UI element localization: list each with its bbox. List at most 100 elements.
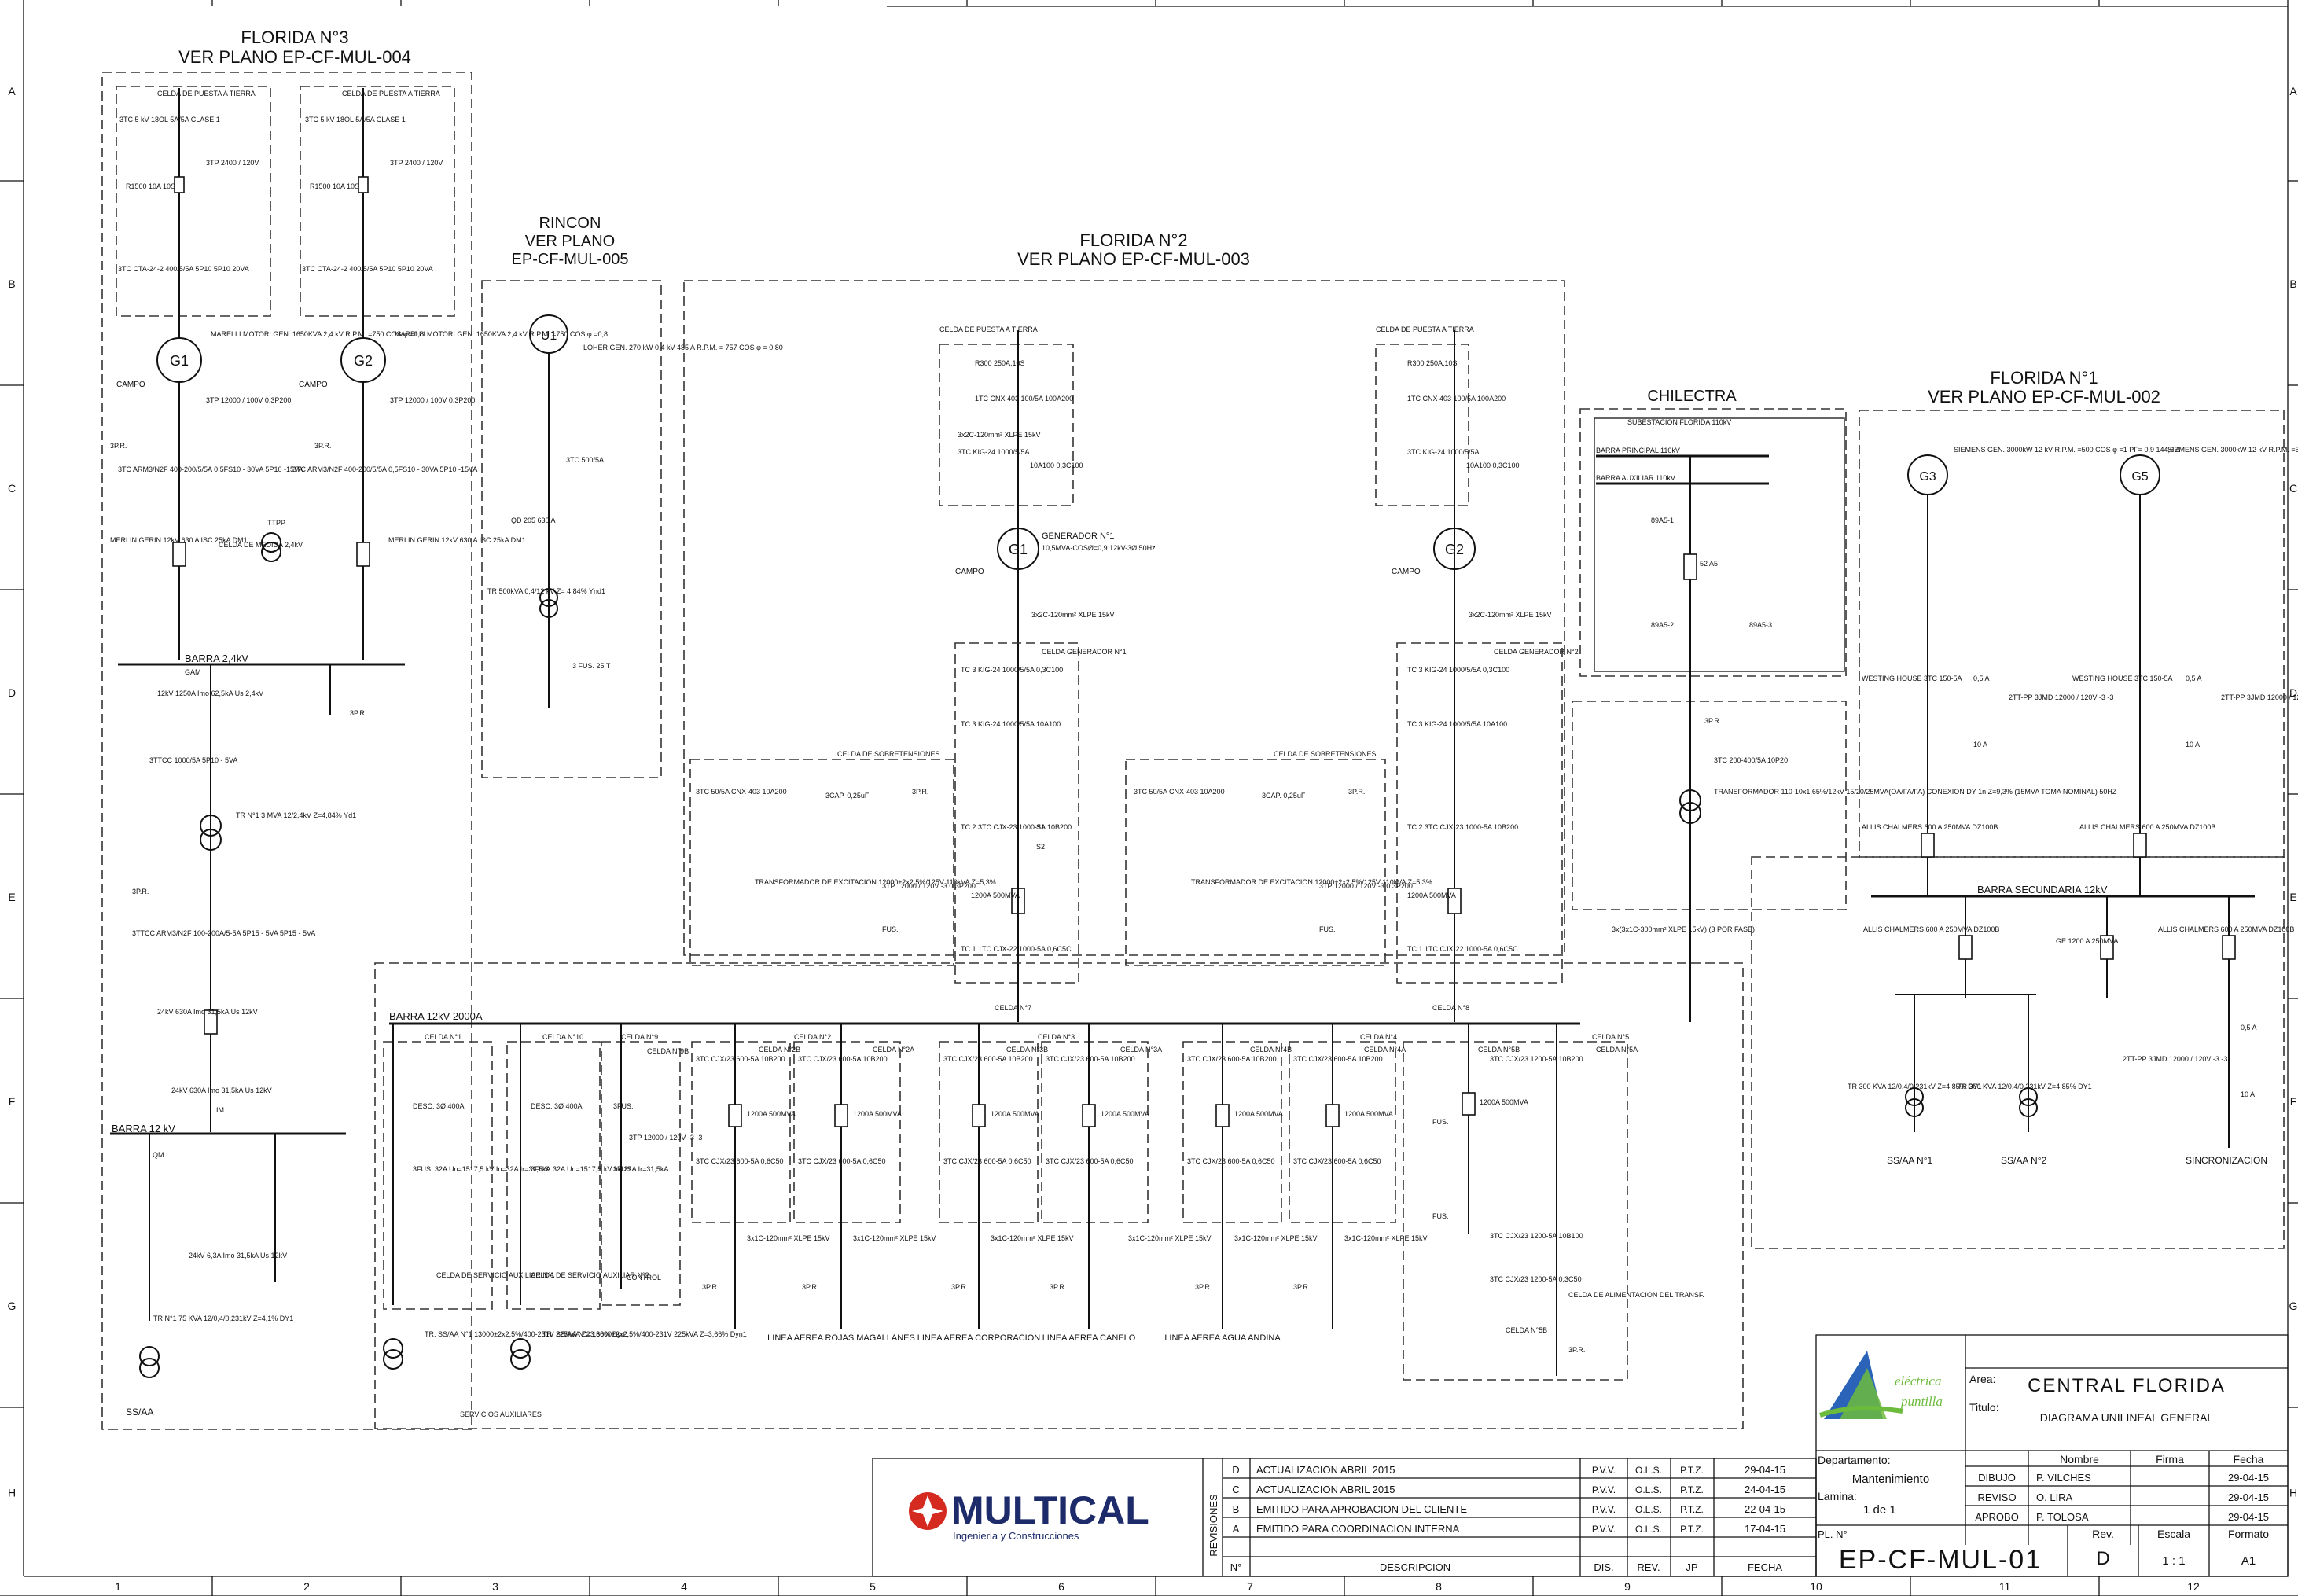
- multical-logo: MULTICAL Ingenieria y Construcciones: [909, 1488, 1149, 1542]
- svg-text:3TC CJX/23 600-5A 10B200: 3TC CJX/23 600-5A 10B200: [696, 1055, 785, 1063]
- revision-number: A: [1233, 1523, 1240, 1535]
- revision-drawer: P.V.V.: [1592, 1524, 1616, 1535]
- revision-date: 17-04-15: [1745, 1523, 1785, 1535]
- electrica-puntilla-logo: eléctrica puntilla: [1819, 1351, 1943, 1419]
- svg-text:CELDA N°5: CELDA N°5: [1592, 1033, 1629, 1041]
- svg-text:TR 300 KVA 12/0,4/0,231kV Z=4,: TR 300 KVA 12/0,4/0,231kV Z=4,85% DY1: [1958, 1083, 2092, 1090]
- svg-text:3TP 12000 / 120V -3 0.3P200: 3TP 12000 / 120V -3 0.3P200: [1319, 882, 1413, 890]
- svg-text:CELDA DE PUESTA A TIERRA: CELDA DE PUESTA A TIERRA: [342, 90, 440, 97]
- svg-text:QM: QM: [153, 1151, 164, 1159]
- svg-text:CAMPO: CAMPO: [116, 381, 145, 389]
- svg-text:QD 205 630 A: QD 205 630 A: [511, 517, 556, 524]
- svg-text:3TC KIG-24 1000/5/5A: 3TC KIG-24 1000/5/5A: [958, 448, 1030, 456]
- svg-text:LINEA AEREA ROJAS MAGALLANES: LINEA AEREA ROJAS MAGALLANES: [767, 1333, 915, 1343]
- svg-text:Formato: Formato: [2228, 1528, 2269, 1540]
- svg-text:CELDA N°3A: CELDA N°3A: [1120, 1046, 1162, 1054]
- svg-text:CELDA DE PUESTA A TIERRA: CELDA DE PUESTA A TIERRA: [1376, 325, 1474, 333]
- svg-text:SERVICIOS AUXILIARES: SERVICIOS AUXILIARES: [460, 1410, 542, 1418]
- svg-text:SINCRONIZACION: SINCRONIZACION: [2186, 1155, 2267, 1166]
- svg-text:3x1C-120mm² XLPE 15kV: 3x1C-120mm² XLPE 15kV: [1128, 1234, 1212, 1242]
- svg-text:BARRA PRINCIPAL 110kV: BARRA PRINCIPAL 110kV: [1596, 447, 1680, 454]
- svg-text:3FUS. 32A Un=1517,5 kV In=32A: 3FUS. 32A Un=1517,5 kV In=32A Ir=31,5kA: [413, 1165, 550, 1173]
- svg-text:3TC CJX/23 1200-5A 10B200: 3TC CJX/23 1200-5A 10B200: [1490, 1055, 1583, 1063]
- svg-text:3P.R.: 3P.R.: [314, 442, 331, 450]
- svg-text:DESC. 3Ø 400A: DESC. 3Ø 400A: [531, 1102, 583, 1110]
- svg-text:3TC CJX/23 600-5A 0,6C50: 3TC CJX/23 600-5A 0,6C50: [798, 1157, 886, 1165]
- svg-text:TC 3 KIG-24 1000/5/5A 0,3C100: TC 3 KIG-24 1000/5/5A 0,3C100: [961, 666, 1063, 674]
- svg-text:ALLIS CHALMERS 600 A 250MVA DZ: ALLIS CHALMERS 600 A 250MVA DZ100B: [2079, 823, 2215, 831]
- svg-text:3TC CJX/23 600-5A 0,6C50: 3TC CJX/23 600-5A 0,6C50: [696, 1157, 784, 1165]
- svg-text:Mantenimiento: Mantenimiento: [1852, 1473, 1929, 1486]
- svg-text:TR N°1 3 MVA 12/2,4kV Z=4,84%: TR N°1 3 MVA 12/2,4kV Z=4,84% Yd1: [236, 811, 356, 819]
- revision-description: ACTUALIZACION ABRIL 2015: [1256, 1464, 1395, 1476]
- svg-text:FUS.: FUS.: [1432, 1212, 1449, 1220]
- svg-text:puntilla: puntilla: [1900, 1394, 1943, 1409]
- svg-text:eléctrica: eléctrica: [1895, 1374, 1941, 1388]
- svg-text:89A5-2: 89A5-2: [1651, 621, 1674, 629]
- svg-text:Escala: Escala: [2157, 1528, 2190, 1540]
- svg-text:GENERADOR N°1: GENERADOR N°1: [1042, 531, 1114, 541]
- svg-text:R1500 10A 10S: R1500 10A 10S: [310, 182, 359, 190]
- florida-1-section: FLORIDA N°1 VER PLANO EP-CF-MUL-002 G3 G…: [1751, 368, 2298, 1249]
- svg-text:3TC CJX/23 600-5A 10B200: 3TC CJX/23 600-5A 10B200: [1293, 1055, 1383, 1063]
- svg-text:3P.R.: 3P.R.: [1348, 788, 1365, 796]
- drawing-title: DIAGRAMA UNILINEAL GENERAL: [2040, 1411, 2214, 1424]
- grid-row-label: C: [8, 482, 16, 495]
- svg-text:MERLIN GERIN 12kV 630 A ISC 25: MERLIN GERIN 12kV 630 A ISC 25kA DM1: [388, 536, 526, 544]
- revision-reviewer: O.L.S.: [1635, 1465, 1662, 1476]
- revisions-side-label: REVISIONES: [1208, 1494, 1219, 1557]
- svg-text:R1500 10A 10S: R1500 10A 10S: [126, 182, 175, 190]
- grid-col-label: 7: [1247, 1580, 1253, 1593]
- grid-col-label: 1: [115, 1580, 121, 1593]
- svg-text:3TC CJX/23 600-5A 10B200: 3TC CJX/23 600-5A 10B200: [798, 1055, 888, 1063]
- svg-text:3TC CJX/23 1200-5A 10B100: 3TC CJX/23 1200-5A 10B100: [1490, 1232, 1583, 1240]
- svg-text:G2: G2: [354, 353, 373, 369]
- grid-row-label: B: [2289, 278, 2296, 290]
- svg-text:3TC ARM3/N2F 400-200/5/5A 0,5F: 3TC ARM3/N2F 400-200/5/5A 0,5FS10 - 30VA…: [118, 465, 303, 473]
- svg-text:3TC CJX/23 600-5A 0,6C50: 3TC CJX/23 600-5A 0,6C50: [1293, 1157, 1381, 1165]
- chilectra-section: CHILECTRA SUBESTACION FLORIDA 110kV BARR…: [1572, 388, 2117, 1022]
- svg-text:3P.R.: 3P.R.: [132, 888, 149, 895]
- grid-col-label: 2: [303, 1580, 310, 1593]
- revision-description: ACTUALIZACION ABRIL 2015: [1256, 1484, 1395, 1495]
- svg-text:CELDA N°10: CELDA N°10: [542, 1033, 583, 1041]
- svg-text:3TTCC ARM3/N2F 100-200A/5-5A 5: 3TTCC ARM3/N2F 100-200A/5-5A 5P15 - 5VA …: [132, 929, 315, 937]
- svg-text:TC 3 KIG-24 1000/5/5A 10A100: TC 3 KIG-24 1000/5/5A 10A100: [961, 720, 1061, 728]
- svg-text:CELDA DE SOBRETENSIONES: CELDA DE SOBRETENSIONES: [1274, 750, 1377, 758]
- svg-text:N°: N°: [1230, 1561, 1242, 1573]
- svg-text:CAMPO: CAMPO: [1392, 568, 1421, 576]
- svg-text:CELDA DE MEDIDA 2,4kV: CELDA DE MEDIDA 2,4kV: [219, 541, 303, 549]
- svg-text:BARRA 12 kV: BARRA 12 kV: [112, 1123, 175, 1134]
- svg-text:3TTCC 1000/5A 5P10 - 5VA: 3TTCC 1000/5A 5P10 - 5VA: [149, 756, 237, 764]
- revision-description: EMITIDO PARA APROBACION DEL CLIENTE: [1256, 1503, 1467, 1515]
- svg-text:TC 2 3TC CJX-23 1000-5A 10B200: TC 2 3TC CJX-23 1000-5A 10B200: [1407, 823, 1518, 831]
- svg-text:MARELLI MOTORI GEN. 1650KVA 2,: MARELLI MOTORI GEN. 1650KVA 2,4 kV R.P.M…: [395, 330, 608, 338]
- svg-text:SS/AA: SS/AA: [126, 1407, 153, 1418]
- svg-text:A1: A1: [2241, 1554, 2256, 1568]
- svg-text:3TC CJX/23 1200-5A 0,3C50: 3TC CJX/23 1200-5A 0,3C50: [1490, 1275, 1582, 1283]
- svg-text:3x1C-120mm² XLPE 15kV: 3x1C-120mm² XLPE 15kV: [853, 1234, 936, 1242]
- svg-text:3TC CJX/23 600-5A 10B200: 3TC CJX/23 600-5A 10B200: [1187, 1055, 1277, 1063]
- grid-row-label: G: [2289, 1300, 2298, 1312]
- svg-text:3TP 2400 / 120V: 3TP 2400 / 120V: [206, 159, 259, 167]
- svg-text:3x2C-120mm² XLPE 15kV: 3x2C-120mm² XLPE 15kV: [1469, 611, 1552, 619]
- svg-text:3CAP. 0,25uF: 3CAP. 0,25uF: [825, 792, 870, 800]
- svg-text:3x2C-120mm² XLPE 15kV: 3x2C-120mm² XLPE 15kV: [1031, 611, 1115, 619]
- svg-text:3TC ARM3/N2F 400-200/5/5A 0,5F: 3TC ARM3/N2F 400-200/5/5A 0,5FS10 - 30VA…: [292, 465, 477, 473]
- svg-text:10,5MVA-COSØ=0,9 12kV-3Ø 50Hz: 10,5MVA-COSØ=0,9 12kV-3Ø 50Hz: [1042, 544, 1156, 552]
- svg-text:1200A 500MVA: 1200A 500MVA: [1480, 1098, 1528, 1106]
- svg-text:CELDA GENERADOR N°2: CELDA GENERADOR N°2: [1494, 648, 1579, 656]
- multical-tagline: Ingenieria y Construcciones: [953, 1530, 1079, 1542]
- svg-text:Fecha: Fecha: [2234, 1453, 2264, 1465]
- svg-text:DIS.: DIS.: [1594, 1561, 1613, 1573]
- florida3-subtitle: VER PLANO EP-CF-MUL-004: [178, 47, 411, 67]
- svg-text:3TC 5 kV 18OL 5A/5A CLASE 1: 3TC 5 kV 18OL 5A/5A CLASE 1: [305, 116, 406, 123]
- svg-text:SUBESTACION FLORIDA 110kV: SUBESTACION FLORIDA 110kV: [1627, 418, 1731, 426]
- revision-date: 22-04-15: [1745, 1503, 1785, 1515]
- svg-text:JP: JP: [1686, 1561, 1697, 1573]
- svg-text:3TC KIG-24 1000/5/5A: 3TC KIG-24 1000/5/5A: [1407, 448, 1480, 456]
